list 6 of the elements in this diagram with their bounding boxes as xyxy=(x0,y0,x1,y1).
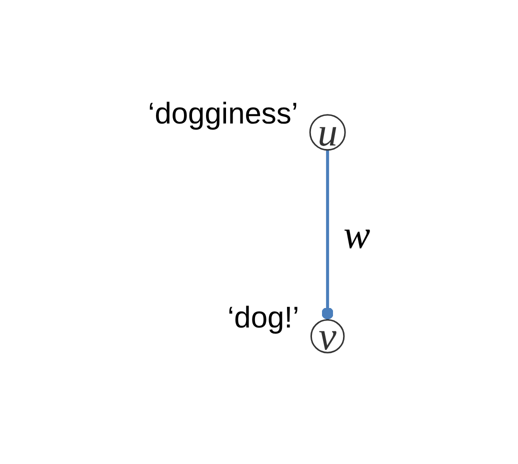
node-caption: ‘dogginess’ xyxy=(148,98,298,131)
edge-label: w xyxy=(343,212,370,258)
node-caption: ‘dog!’ xyxy=(227,302,300,335)
node-circle: u xyxy=(309,114,346,152)
connector xyxy=(321,150,334,320)
node-circle: v xyxy=(310,320,345,354)
